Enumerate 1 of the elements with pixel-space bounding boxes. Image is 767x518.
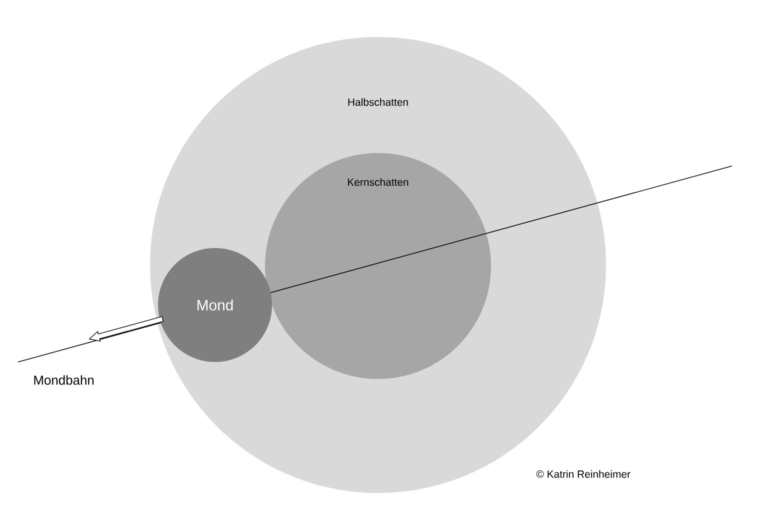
orbit-label: Mondbahn (34, 375, 94, 385)
